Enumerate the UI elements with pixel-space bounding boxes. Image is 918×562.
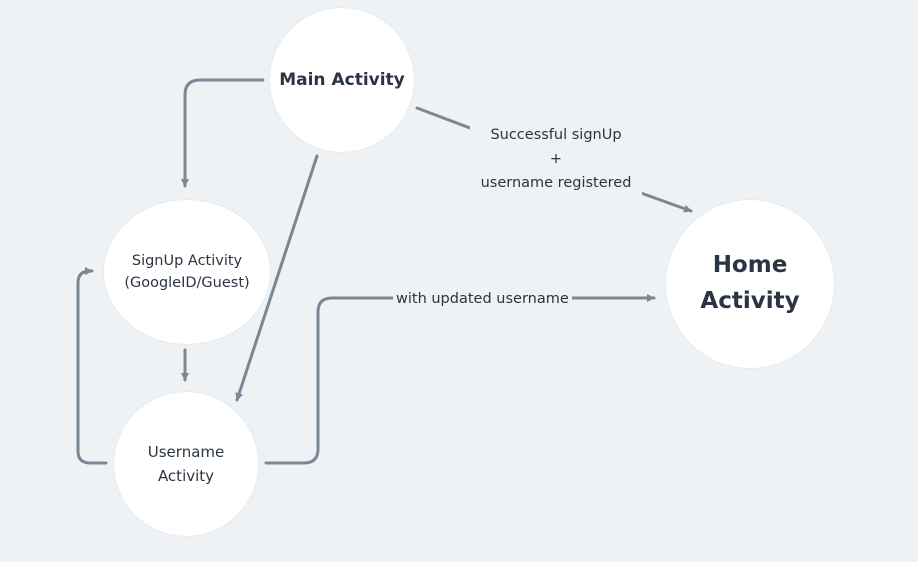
username-activity-node: Username Activity [114,392,258,536]
signup-activity-label: SignUp Activity (GoogleID/Guest) [124,252,250,291]
main-activity-node: Main Activity [270,8,414,152]
edge-main-to-home-end [639,191,693,213]
edge-username-to-signup [76,267,108,465]
username-activity-label: Username Activity [147,443,225,485]
signup-activity-node: SignUp Activity (GoogleID/Guest) [104,200,270,344]
edge-label-updated-username: with updated username [393,288,572,312]
edge-main-to-signup [181,78,265,188]
home-activity-node: Home Activity [666,200,834,368]
edge-label-successful-signup: Successful signUp + username registered [470,124,642,196]
edge-main-to-username [235,154,319,402]
edge-main-to-home-start [415,106,472,130]
main-activity-label: Main Activity [279,69,405,90]
edge-username-to-home [264,294,656,465]
home-activity-label: Home Activity [700,252,800,314]
